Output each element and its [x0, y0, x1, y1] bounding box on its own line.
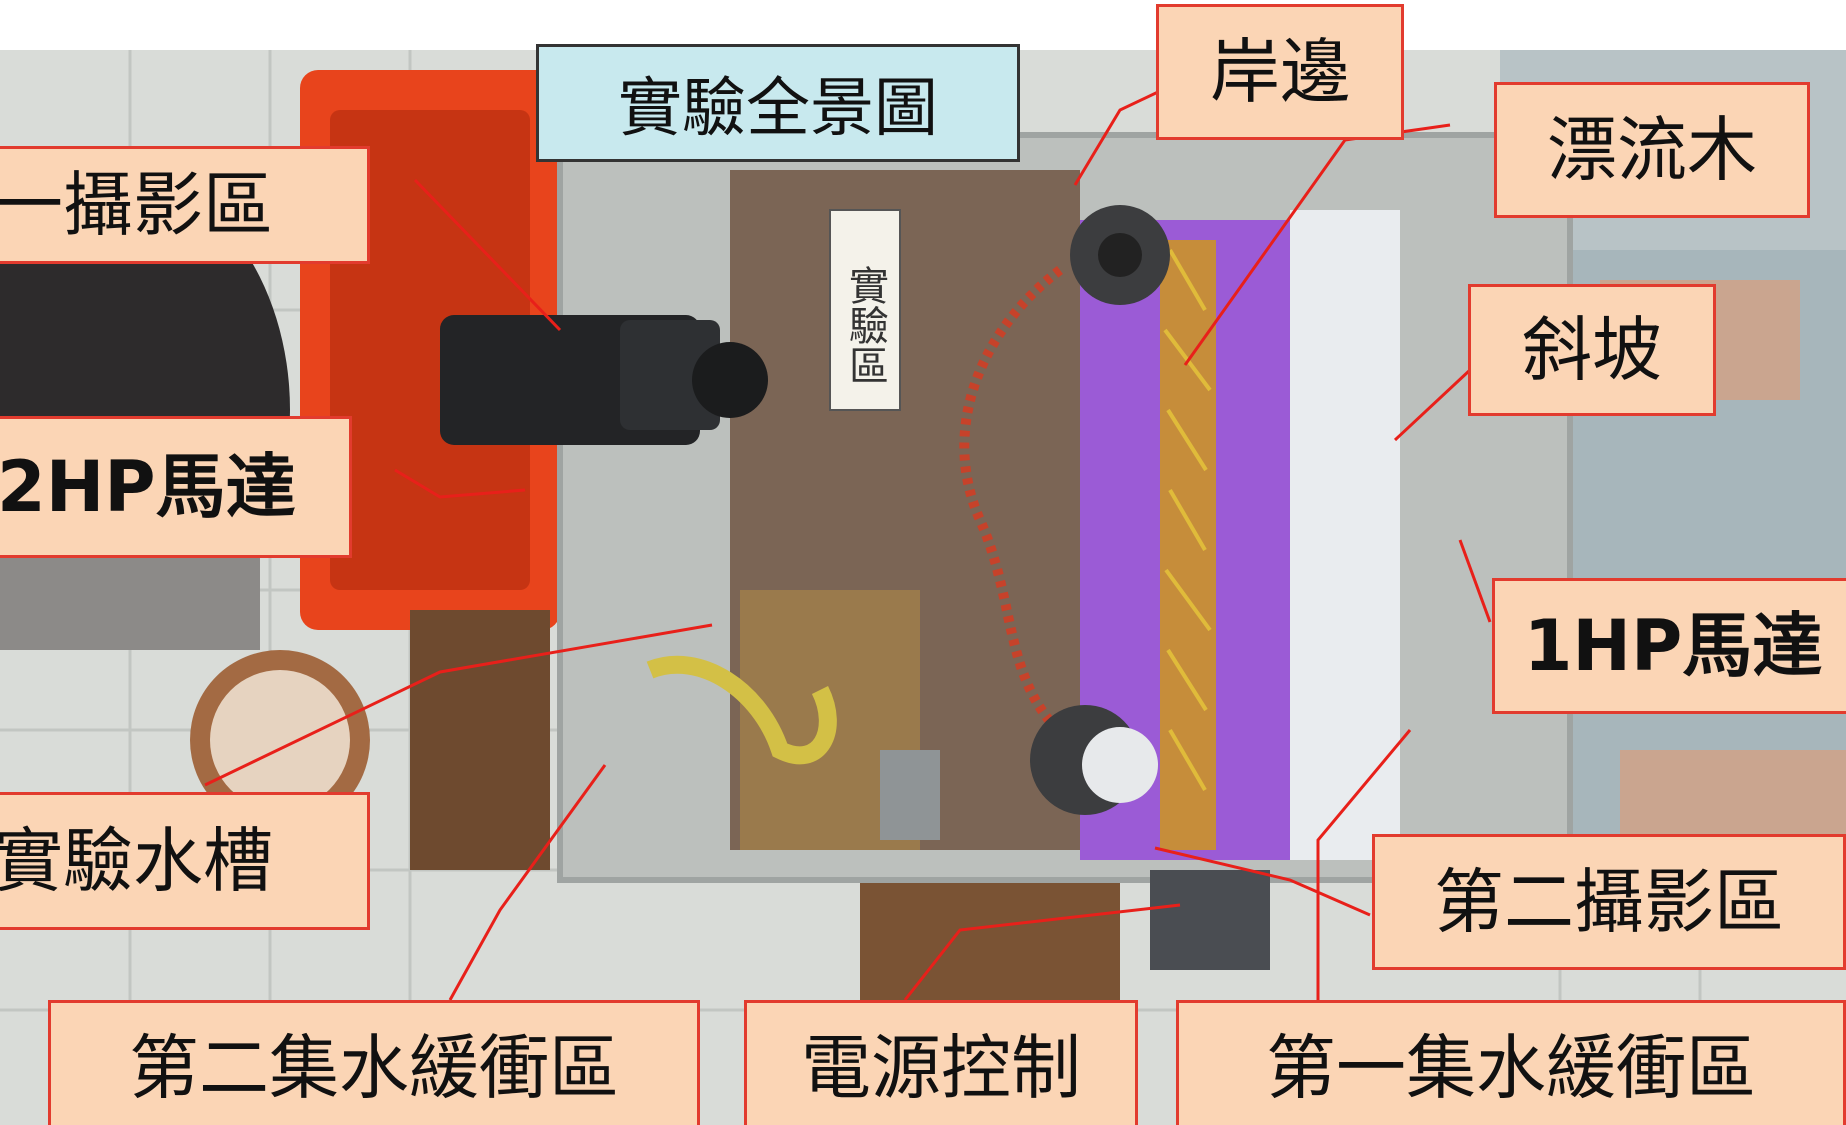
label-buffer-2: 第二集水緩衝區	[48, 1000, 700, 1125]
label-motor-2hp: 2HP馬達	[0, 416, 352, 558]
experiment-photo	[0, 50, 1846, 1125]
label-shore: 岸邊	[1156, 4, 1404, 140]
label-buffer-1: 第一集水緩衝區	[1176, 1000, 1846, 1125]
photo-sign-text: 實驗區	[842, 265, 888, 385]
label-camera-zone-2: 第二攝影區	[1372, 834, 1846, 970]
label-driftwood: 漂流木	[1494, 82, 1810, 218]
label-slope: 斜坡	[1468, 284, 1716, 416]
label-camera-zone-1: 一攝影區	[0, 146, 370, 264]
label-power-control: 電源控制	[744, 1000, 1138, 1125]
label-tank: 實驗水槽	[0, 792, 370, 930]
label-motor-1hp: 1HP馬達	[1492, 578, 1846, 714]
figure-title: 實驗全景圖	[536, 44, 1020, 162]
